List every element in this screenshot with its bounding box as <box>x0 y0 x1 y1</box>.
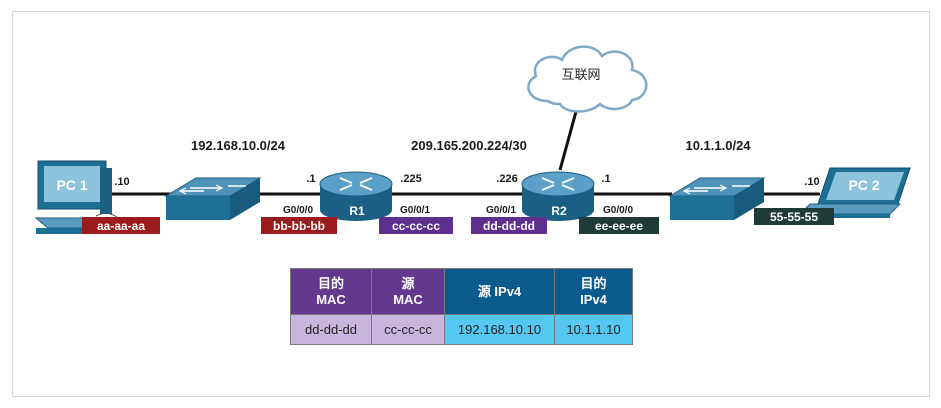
r2-left-mac-badge <box>471 217 547 234</box>
pc1-mac: aa-aa-aa <box>97 219 145 233</box>
table-row: dd-dd-dd cc-cc-cc 192.168.10.10 10.1.1.1… <box>290 314 633 345</box>
r2-left-ip: .226 <box>496 173 517 185</box>
internet-label: 互联网 <box>561 67 600 82</box>
internet-cloud-icon <box>527 45 648 113</box>
cell-dest-mac: dd-dd-dd <box>290 314 372 345</box>
r2-left-mac: dd-dd-dd <box>483 219 535 233</box>
r2-right-port: G0/0/0 <box>603 205 633 216</box>
r1-left-mac: bb-bb-bb <box>273 219 325 233</box>
pc2-label: PC 2 <box>848 177 879 193</box>
header-line1: 源 <box>401 275 415 291</box>
pc2-laptop-icon <box>798 167 911 218</box>
network-left-label: 192.168.10.0/24 <box>191 138 286 153</box>
r1-right-mac: cc-cc-cc <box>392 219 440 233</box>
switch1-icon <box>164 177 262 220</box>
pc2-mac-badge <box>754 208 834 225</box>
pc2-ip: .10 <box>804 176 819 188</box>
table-header-row: 目的 MAC 源 MAC 源 IPv4 目的 IPv4 <box>290 268 633 315</box>
r1-right-port: G0/0/1 <box>400 205 430 216</box>
r2-left-port: G0/0/1 <box>486 205 516 216</box>
network-middle-label: 209.165.200.224/30 <box>411 138 527 153</box>
r1-left-ip: .1 <box>306 173 315 185</box>
header-dest-mac: 目的 MAC <box>290 268 372 315</box>
r2-right-mac: ee-ee-ee <box>595 219 643 233</box>
header-line2: MAC <box>316 291 346 307</box>
link-r2-internet <box>558 107 579 171</box>
pc1-ip: .10 <box>114 176 129 188</box>
header-line1: 目的 <box>317 275 344 291</box>
cell-dest-ipv4: 10.1.1.10 <box>554 314 633 345</box>
header-dest-ipv4: 目的 IPv4 <box>554 268 633 315</box>
header-line2: MAC <box>393 291 423 307</box>
cell-src-mac: cc-cc-cc <box>371 314 445 345</box>
router-r1-icon <box>319 171 393 221</box>
cell-src-ipv4: 192.168.10.10 <box>444 314 555 345</box>
r2-label: R2 <box>551 204 567 218</box>
header-src-ipv4: 源 IPv4 <box>444 268 555 315</box>
header-line1: 源 IPv4 <box>477 283 522 299</box>
switch2-icon <box>668 177 766 220</box>
r1-left-mac-badge <box>261 217 337 234</box>
pc2-mac: 55-55-55 <box>770 210 818 224</box>
frame-header-table: 目的 MAC 源 MAC 源 IPv4 目的 IPv4 dd-dd-dd cc-… <box>290 268 633 345</box>
r2-right-mac-badge <box>579 217 659 234</box>
r2-right-ip: .1 <box>601 173 610 185</box>
pc1-mac-badge <box>82 217 160 234</box>
network-right-label: 10.1.1.0/24 <box>685 138 751 153</box>
header-line2: IPv4 <box>580 291 607 307</box>
header-src-mac: 源 MAC <box>371 268 445 315</box>
r1-label: R1 <box>349 204 365 218</box>
r1-left-port: G0/0/0 <box>283 205 313 216</box>
r1-right-mac-badge <box>379 217 453 234</box>
router-r2-icon <box>521 171 595 221</box>
r1-right-ip: .225 <box>400 173 421 185</box>
header-line1: 目的 <box>580 275 607 291</box>
pc1-label: PC 1 <box>56 177 87 193</box>
